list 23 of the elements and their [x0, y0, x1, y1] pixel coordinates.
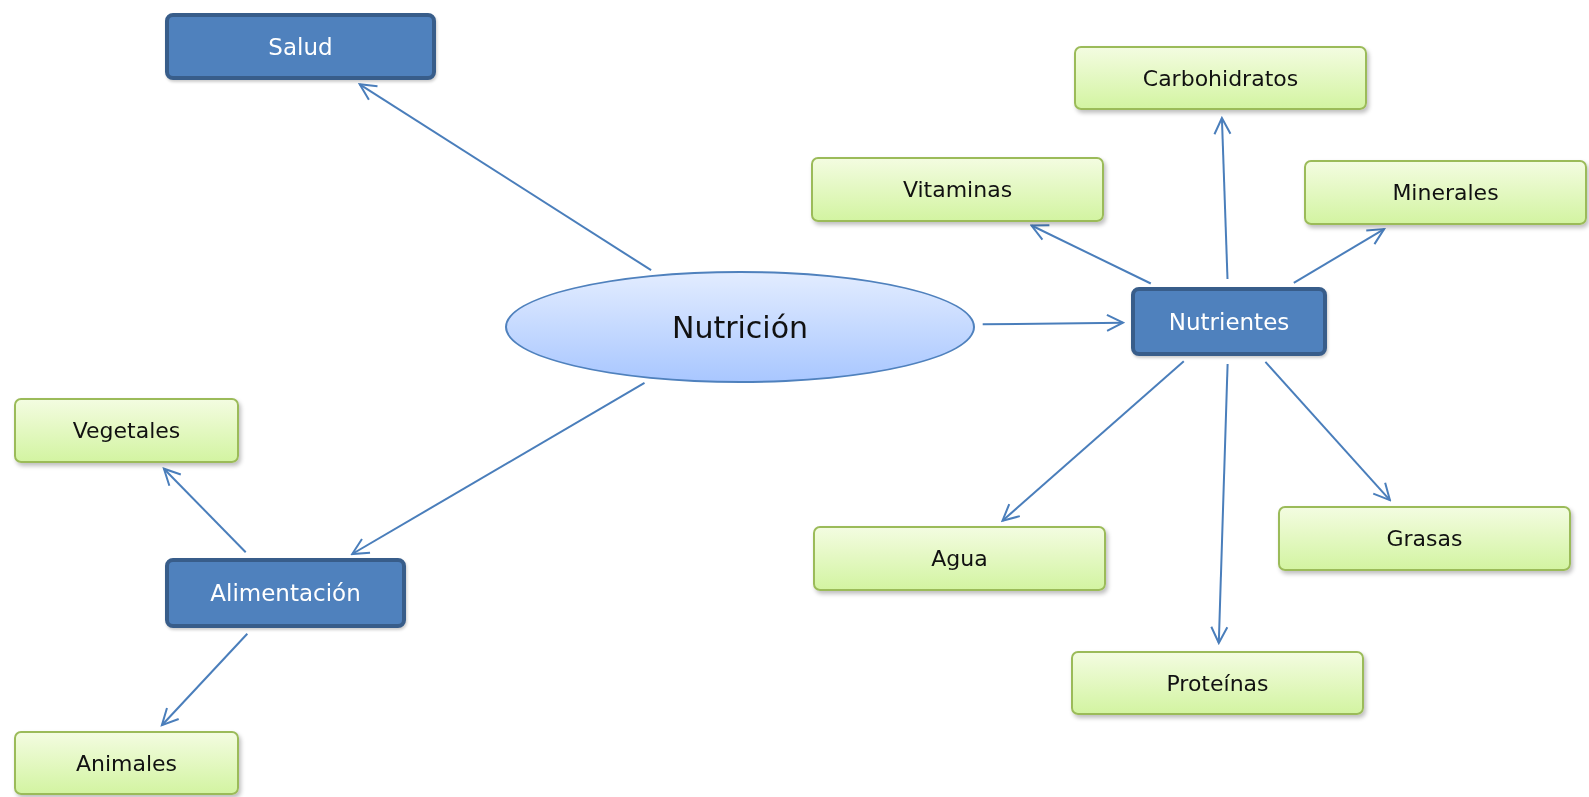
arrow: [1292, 228, 1386, 284]
arrow: [351, 381, 646, 555]
arrow: [358, 83, 653, 272]
item-box: Vegetales: [14, 398, 239, 463]
topic-box: Salud: [165, 13, 436, 80]
item-box: Carbohidratos: [1074, 46, 1367, 110]
item-box: Proteínas: [1071, 651, 1364, 715]
arrow: [1001, 360, 1185, 522]
central-ellipse: Nutrición: [505, 271, 975, 383]
item-box: Vitaminas: [811, 157, 1104, 222]
arrow: [981, 313, 1124, 332]
arrow: [162, 467, 247, 554]
arrow: [160, 632, 249, 727]
topic-box: Alimentación: [165, 558, 406, 628]
arrow: [1030, 224, 1152, 285]
arrow: [1210, 363, 1229, 644]
item-box: Agua: [813, 526, 1106, 591]
arrow: [1213, 117, 1232, 280]
item-box: Minerales: [1304, 160, 1587, 225]
item-box: Animales: [14, 731, 239, 795]
topic-box: Nutrientes: [1131, 287, 1327, 356]
arrow: [1264, 360, 1391, 502]
item-box: Grasas: [1278, 506, 1571, 571]
